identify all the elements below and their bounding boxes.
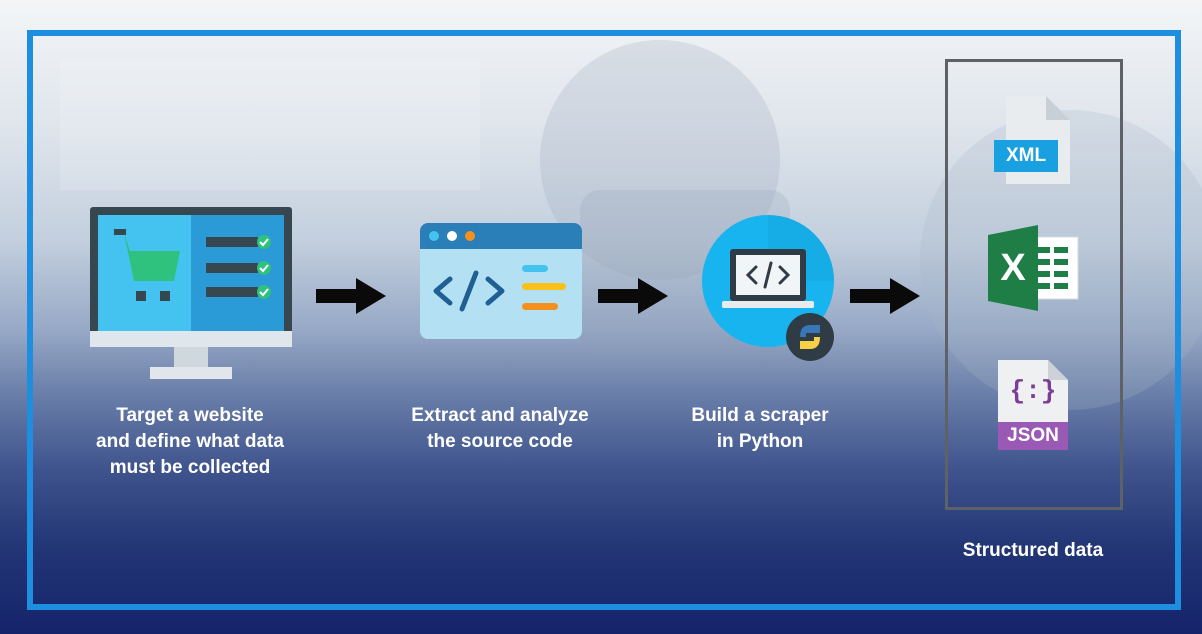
- xml-tag: XML: [1005, 145, 1047, 166]
- structured-data-box: [945, 59, 1123, 510]
- json-tag: JSON: [1007, 425, 1059, 446]
- shopping-monitor-icon: [90, 207, 292, 379]
- step-1-label: Target a website and define what data mu…: [96, 405, 284, 478]
- excel-glyph: X: [1000, 247, 1026, 289]
- structured-data-label: Structured data: [962, 540, 1104, 561]
- step-2-label: Extract and analyze the source code: [411, 405, 589, 452]
- flow-arrow-1: [316, 278, 386, 314]
- excel-file-icon: X: [988, 225, 1080, 311]
- python-laptop-icon: [702, 215, 834, 361]
- step-3-label: Build a scraper in Python: [691, 405, 829, 452]
- flow-arrow-3: [850, 278, 920, 314]
- json-glyph: {:}: [1009, 376, 1057, 406]
- flow-arrow-2: [598, 278, 668, 314]
- json-file-icon: {:} JSON: [996, 360, 1070, 450]
- diagram-frame: [27, 30, 1181, 610]
- xml-file-icon: XML: [994, 96, 1076, 188]
- code-window-icon: [420, 223, 582, 339]
